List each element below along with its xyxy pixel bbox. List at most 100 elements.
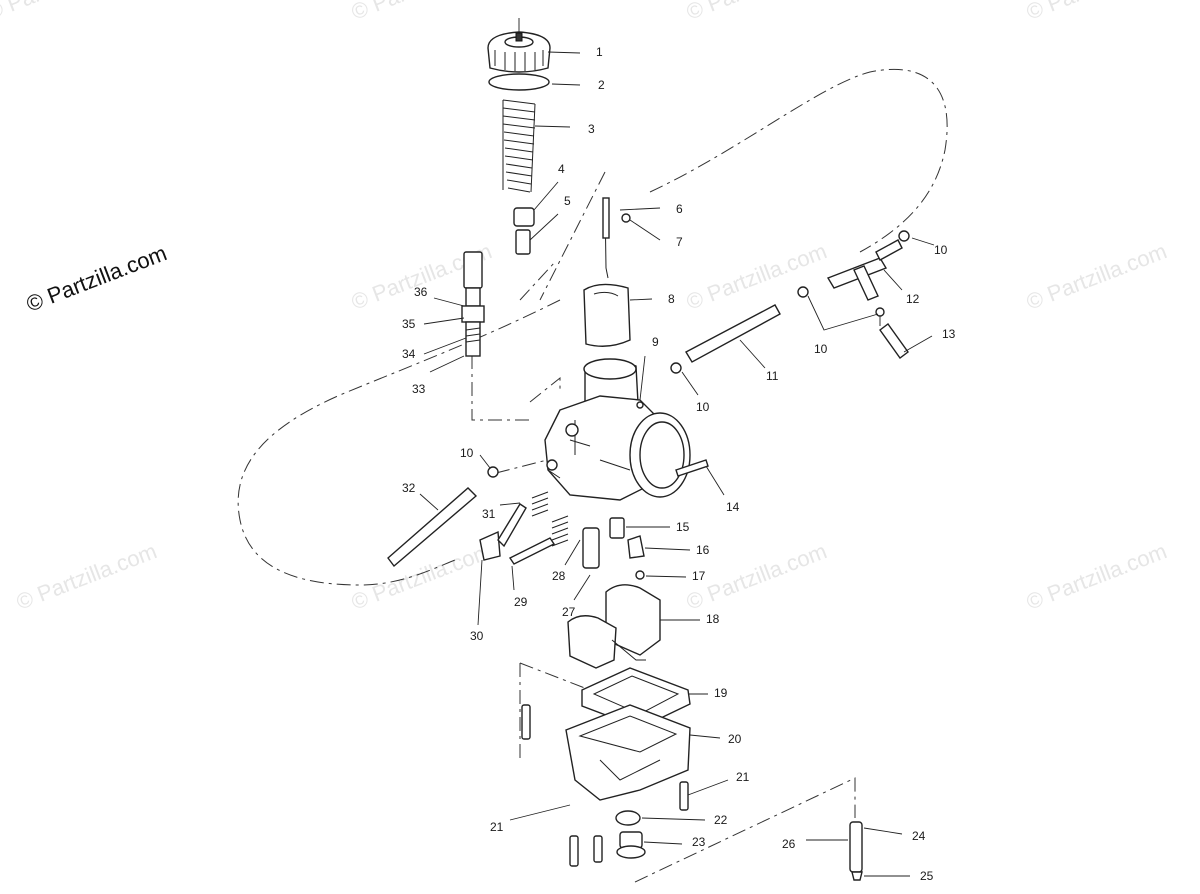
callout-label-17: 17 [692,569,706,583]
leader-line-28 [564,539,581,566]
callout-label-33: 33 [412,382,426,396]
leader-line-34 [423,337,467,355]
callout-label-26: 26 [782,837,796,851]
leader-line-11 [739,339,766,369]
leader-line-30 [477,559,483,626]
callout-label-23: 23 [692,835,706,849]
part-needle-jet [609,517,625,539]
callout-label-34: 34 [402,347,416,361]
watermark-text: © Partzilla.com [1023,238,1170,314]
callout-label-10: 10 [696,400,710,414]
watermark-text: © Partzilla.com [0,0,130,25]
callout-label-31: 31 [482,507,496,521]
alignment-line-bowl-top [519,662,591,691]
callout-label-19: 19 [714,686,728,700]
part-drain-plug [616,831,646,859]
callout-label-21: 21 [736,770,750,784]
alignment-line-hose [495,457,556,474]
alignment-line-slide [519,171,606,301]
leader-line-17 [645,575,687,578]
callout-label-24: 24 [912,829,926,843]
leader-line-7 [629,219,661,241]
leader-line-8 [629,298,653,301]
part-bowl-screw-c [679,781,689,811]
part-vent-hose-b [879,323,909,359]
part-bowl-screw-b [569,835,579,867]
part-idle-spring [531,491,549,517]
callout-label-16: 16 [696,543,710,557]
part-float-bowl [565,704,691,801]
leader-line-9 [639,355,646,401]
leader-line-35 [423,317,465,325]
part-main-jet [627,535,645,559]
part-cap-gasket [488,73,550,91]
part-needle-retainer [513,207,535,227]
watermark-text: © Partzilla.com [683,238,830,314]
callout-label-29: 29 [514,595,528,609]
alignment-line-choke [471,355,561,421]
watermark-text: © Partzilla.com [1023,0,1170,25]
leader-line-16 [644,547,691,551]
watermark-text: © Partzilla.com [683,0,830,25]
callout-label-9: 9 [652,335,659,349]
leader-line-22 [641,817,706,821]
alignment-line-bottom [634,777,856,883]
leader-line-33 [429,355,465,373]
callout-label-30: 30 [470,629,484,643]
callout-label-10: 10 [814,342,828,356]
callout-label-2: 2 [598,78,605,92]
leader-line-29 [511,565,515,591]
leader-line-10 [681,371,699,396]
part-hose-clamp-c [797,286,809,298]
part-o-ring [615,810,641,826]
callout-label-21: 21 [490,820,504,834]
leader-line-10 [479,454,491,469]
part-vent-hose-a [685,304,781,363]
callout-label-10: 10 [460,446,474,460]
watermark-text: © Partzilla.com [1023,538,1170,614]
callout-label-20: 20 [728,732,742,746]
part-starter-plunger [461,251,485,357]
part-pilot-spring [551,515,569,547]
part-washer [635,570,645,580]
part-idle-adjust-screw [479,503,527,561]
leader-line-1 [547,51,581,54]
leader-line-10 [807,295,879,331]
leader-line-12 [883,269,903,291]
part-hose-clamp-d [875,307,885,317]
part-hose-clamp-a [670,362,682,374]
callout-label-6: 6 [676,202,683,216]
part-pilot-screw [508,537,556,565]
callout-label-25: 25 [920,869,934,883]
part-carburetor-body [544,358,691,501]
callout-label-3: 3 [588,122,595,136]
part-cap [487,31,551,73]
part-pilot-screw-plug [636,401,644,409]
leader-lines [419,51,935,877]
callout-label-1: 1 [596,45,603,59]
callout-labels: 1234567891010101011121314151617181920212… [402,45,956,883]
callout-label-22: 22 [714,813,728,827]
callout-label-36: 36 [414,285,428,299]
leader-line-6 [619,207,661,211]
part-e-clip [621,213,631,223]
part-float-pin [849,821,863,873]
part-needle-clip-holder [515,229,531,255]
leader-line-10 [911,237,935,246]
leader-line-31 [499,502,521,506]
leader-line-20 [689,734,721,739]
leader-line-32 [419,493,439,511]
part-throttle-stop-screw [675,459,709,477]
leader-line-23 [643,841,683,845]
callout-label-14: 14 [726,500,740,514]
part-pin-screw [851,871,863,881]
watermark-text: © Partzilla.com [348,0,495,25]
callout-label-11: 11 [766,369,779,383]
part-fuel-hose [387,487,478,568]
part-float [567,584,661,669]
callout-label-15: 15 [676,520,690,534]
callout-label-35: 35 [402,317,416,331]
callout-label-18: 18 [706,612,720,626]
callout-label-12: 12 [906,292,920,306]
leader-line-5 [529,213,559,241]
